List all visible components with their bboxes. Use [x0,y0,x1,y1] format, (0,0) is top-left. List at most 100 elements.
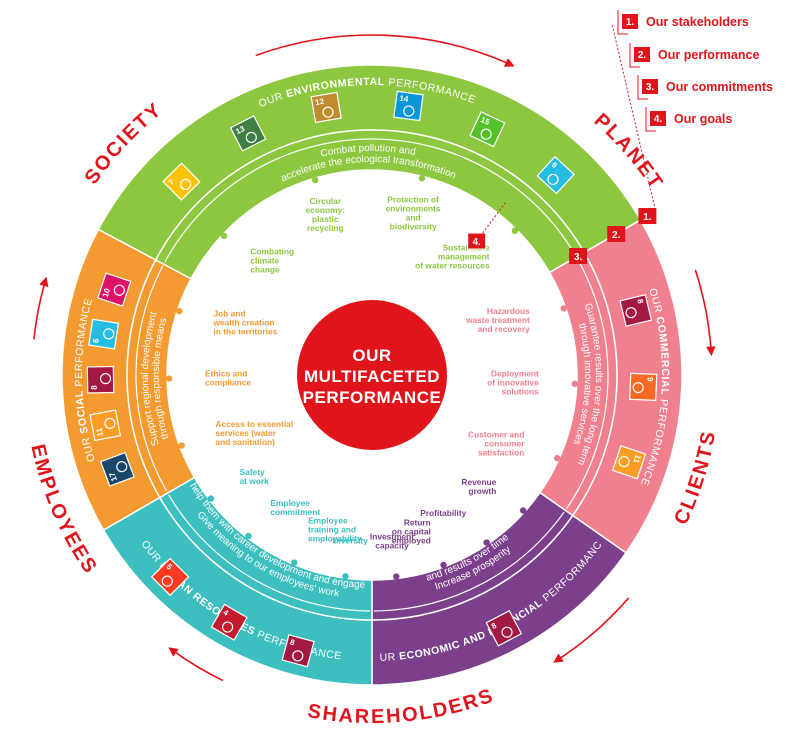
legend-badge [650,111,666,126]
sdg-5-icon: 5 [150,557,190,597]
cycle-arrow [553,597,630,663]
cycle-arrow [168,647,224,682]
legend-text: Our commitments [666,80,773,94]
marker-box [467,232,487,250]
goal-connector [482,200,508,234]
sdg-8-icon: 8 [281,634,315,668]
sdg-number: 9 [645,377,654,382]
sdg-15-icon: 15 [469,111,506,148]
commercial-ring-line [565,258,609,510]
marker-number: 3. [574,252,583,263]
legend-text: Our stakeholders [646,15,749,29]
legend-bracket [637,75,648,100]
legend-number: 3. [646,82,655,93]
sdg-glyph [403,105,415,117]
legend-item: 2.Our performance [629,43,759,68]
marker-number: 4. [472,237,481,248]
sdg-glyph [103,328,115,340]
stakeholder-arrows [33,34,716,682]
sdg-number: 6 [91,337,101,343]
center-title: OUR [352,346,391,365]
commitment-ring [126,129,618,621]
sdg-number: 17 [107,471,119,483]
economic-goal-dot [483,539,490,546]
sdg-glyph [222,621,234,633]
center-title: MULTIFACETED [304,367,440,386]
social-goal-dot [176,307,183,315]
legend: 1. 2. 3. 4. 1. Our stakeholders 2.Our performa… [467,10,773,264]
social-goal-dot [178,442,185,449]
legend-number: 4. [654,114,663,125]
sdg-glyph [104,417,116,429]
social-goal-dot [165,375,173,382]
human-goal-dot [342,573,349,580]
sdg-12-icon: 12 [310,91,342,124]
economic-goal-dot [519,507,527,514]
economic-goal-dot [393,573,400,580]
sdg-glyph [480,128,492,140]
human-goal-dot [207,495,215,502]
sdg-8-icon: 8 [485,609,523,647]
sdg-11-icon: 11 [89,409,122,442]
sdg-11-icon: 11 [611,445,647,480]
environmental-goal-dot [418,175,426,182]
environmental-goal-dot [311,176,319,184]
environmental-goal-dot [511,227,519,235]
sdg-glyph [292,650,304,662]
cycle-arrow [694,269,716,357]
marker-badge: 2. [607,226,626,242]
legend-item: 4.Our goals [645,107,732,132]
sdg-glyph [322,106,334,118]
sdg-7-icon: 7 [162,162,201,201]
human-goal-dot [291,559,298,566]
marker-box [607,226,626,242]
sdg-number: 5 [164,562,174,572]
sdg-number: 11 [631,453,642,464]
sdg-9-icon: 9 [629,372,658,402]
human-goal: Diversity [333,536,369,546]
environmental-ring-line [164,138,576,263]
sdg-number: 11 [95,427,106,438]
legend-badge [642,79,658,94]
stakeholder-label: SHAREHOLDERS [306,684,497,728]
sdg-number: 8 [490,621,499,631]
sdg-8-icon: 8 [86,365,115,394]
sdg-4-icon: 4 [210,603,248,641]
legend-number: 1. [626,17,635,28]
sdg-number: 4 [222,608,231,618]
legend-badge [634,47,650,62]
sdg-glyph [618,456,630,468]
sdg-number: 14 [399,94,410,104]
sdg-8-icon: 8 [619,294,653,327]
economic-goal-dot [440,561,447,569]
legend-bracket [645,107,656,132]
sdg-6-icon: 6 [88,318,120,350]
sdg-14-icon: 14 [393,90,424,122]
legend-item: 1. Our stakeholders [617,10,749,35]
economic-ring-line [374,511,565,612]
sdg-6-icon: 6 [536,155,575,195]
sdg-number: 8 [289,638,296,648]
sdg-number: 10 [101,287,113,299]
marker-badge: 1. [638,208,657,224]
sdg-glyph [180,178,192,191]
sdg-glyph [161,575,173,587]
sdg-number: 15 [479,115,491,127]
sdg-glyph [99,373,112,385]
sdg-number: 8 [635,298,645,305]
marker-box [638,208,657,224]
